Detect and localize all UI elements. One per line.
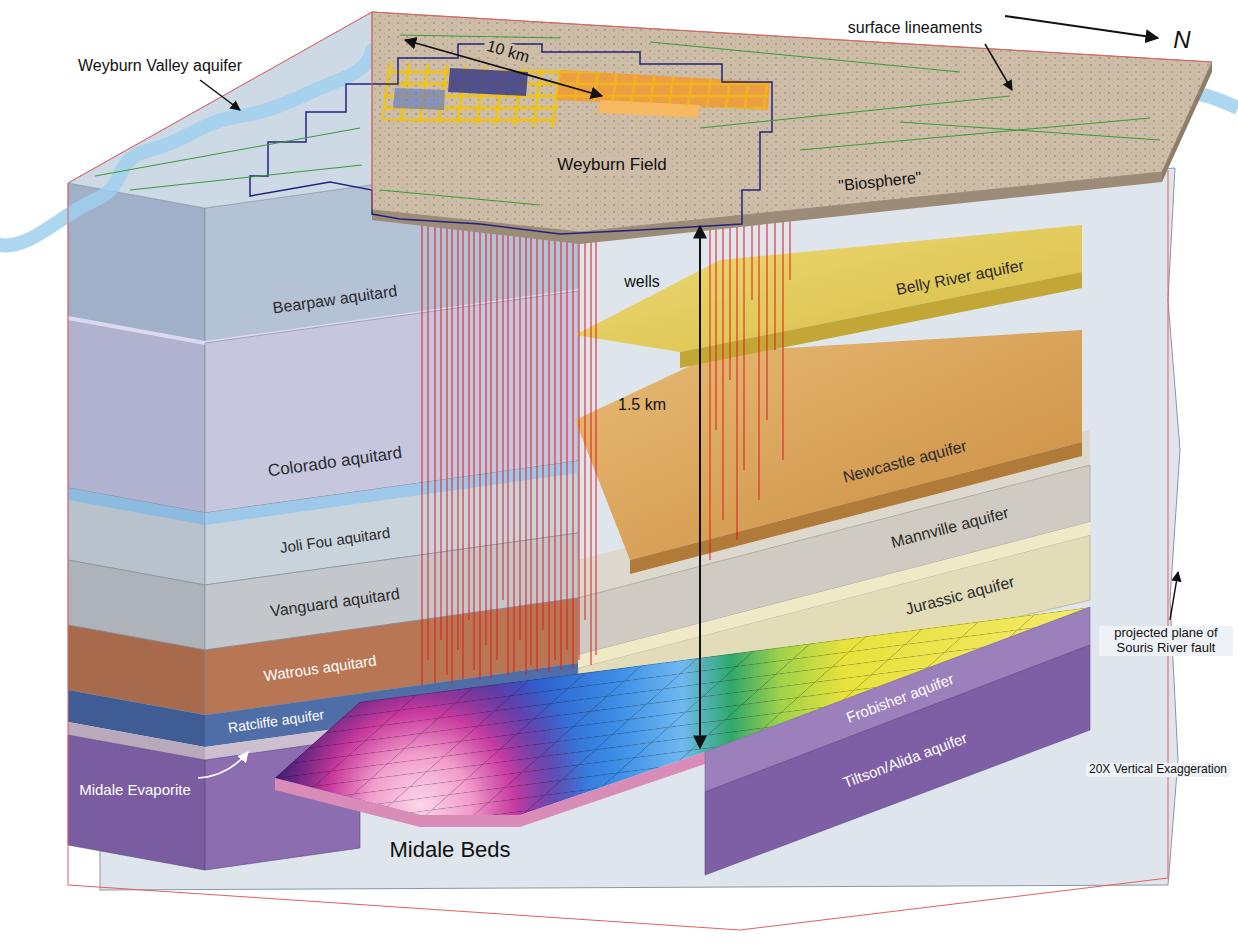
label-text: Belly River aquifer [895,257,1026,298]
belly-river-face [680,272,1082,368]
dimension-arrow [405,40,602,96]
label-text: 1.5 km [618,396,666,413]
label-text: Tiltson/Alida aquifer [841,729,970,791]
leader-arrow [198,752,248,778]
label-text: Ratcliffe aquifer [227,706,325,735]
label-text: "Biosphere" [838,168,923,194]
well-lines [422,215,790,685]
label-text: Frobisher aquifer [844,670,956,726]
dimension-label: 1.5 km [618,396,666,414]
label-text: Newcastle aquifer [841,437,968,486]
leader-arrow [985,44,1012,90]
north-arrow [1005,16,1158,38]
north-label: N [1173,26,1190,54]
label-text: Midale Evaporite [79,781,191,798]
fault-label: projected plane of Souris River fault [1099,626,1233,656]
surface-speckle [372,12,1212,232]
surface-slab [372,12,1212,232]
colorado-side [68,318,205,513]
label-text: projected plane of Souris River fault [1114,625,1217,655]
layer-label: Colorado aquitard [267,443,404,481]
layer-label: Watrous aquitard [263,652,378,685]
layer-label: Jurassic aquifer [903,573,1016,619]
label-text: Weyburn Field [557,155,666,174]
label-text: wells [624,273,660,290]
callout-label: wells [624,273,660,291]
surface-lineaments [95,35,1160,205]
valley-aquifer [0,50,372,245]
label-text: Midale Beds [389,837,510,862]
field-label: Weyburn Field [554,155,669,175]
pattern-cells [556,70,770,110]
pattern-cells [382,62,560,128]
layer-label: Frobisher aquifer [844,670,956,726]
layer-label: Joli Fou aquitard [279,524,391,557]
field-outline [250,44,772,234]
label-text: Watrous aquitard [263,652,378,685]
layer-label: Newcastle aquifer [841,437,969,487]
label-text: Weyburn Valley aquifer [78,57,242,74]
label-text: Jurassic aquifer [903,573,1016,618]
tiltson-alida-face [705,645,1090,875]
newcastle-face [630,442,1082,574]
label-text: Joli Fou aquitard [279,524,391,556]
joli-fou-strip [205,461,578,525]
joli-fou-strip-side [68,488,205,525]
newcastle-top [575,330,1082,560]
layer-label: Mannville aquifer [889,504,1011,552]
layer-label: Belly River aquifer [895,257,1026,300]
layer-label: Midale Evaporite [79,781,191,798]
scale-note: 20X Vertical Exaggeration [1086,763,1230,777]
label-text: Bearpaw aquitard [272,282,399,316]
label-text: Mannville aquifer [889,504,1010,551]
label-text: N [1173,26,1190,53]
pattern-cells [393,88,445,110]
label-text: 20X Vertical Exaggeration [1089,762,1227,776]
layer-title: Midale Beds [389,837,510,862]
label-text: 10 km [485,37,532,65]
slab-front [372,172,1162,244]
callout-label: Weyburn Valley aquifer [78,57,242,75]
leader-arrow [1170,572,1178,620]
tiltson-side [68,735,205,870]
model-frame [68,12,1212,930]
zone-label: "Biosphere" [835,168,926,196]
label-text: surface lineaments [848,19,982,36]
pattern-cells [556,70,770,110]
slab-side [1162,62,1212,182]
leader-arrow [200,80,240,110]
layer-label: Vanguard aquitard [269,585,401,621]
dimension-label: 10 km [482,36,535,67]
midale-edge [275,752,705,827]
layer-label: Tiltson/Alida aquifer [841,729,970,791]
label-text: Vanguard aquitard [269,585,401,620]
dimension-arrow [699,226,701,748]
layer-label: Ratcliffe aquifer [227,706,325,735]
label-text: Colorado aquitard [267,443,403,481]
callout-label: surface lineaments [848,19,982,37]
layer-label: Bearpaw aquitard [272,282,399,318]
